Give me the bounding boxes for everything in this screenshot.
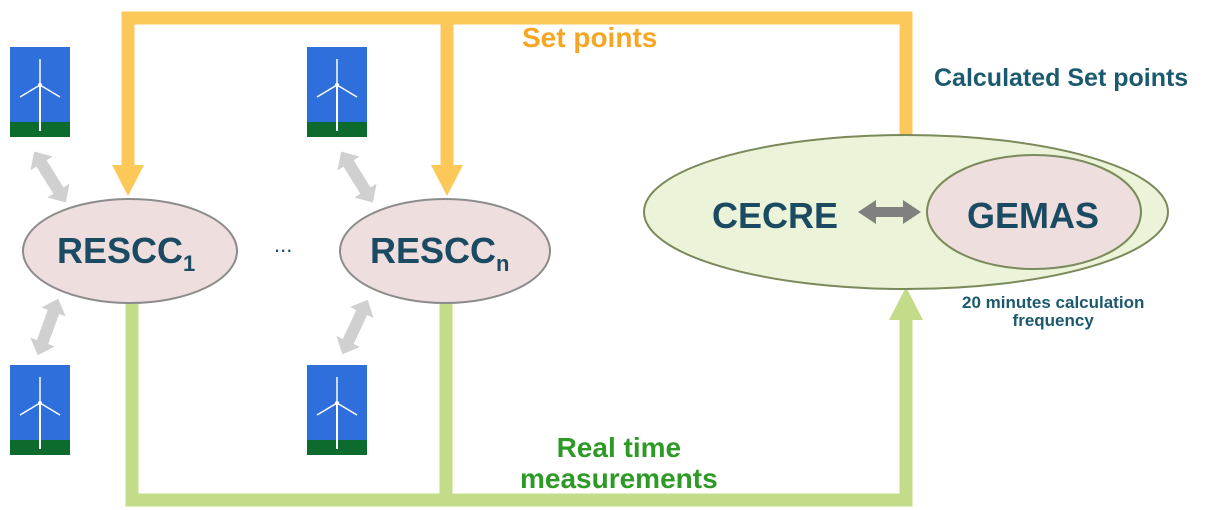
- rescc-n-label: RESCCn: [370, 230, 509, 277]
- rescc-n-subscript: n: [496, 251, 510, 276]
- ellipsis-label: ...: [274, 232, 293, 257]
- wind-turbine-icon: [306, 364, 368, 456]
- link-arrow-icon: [23, 144, 77, 210]
- calculation-frequency-label: 20 minutes calculation frequency: [962, 294, 1144, 330]
- gemas-node: [926, 154, 1142, 270]
- rescc-n-node: [339, 198, 551, 304]
- calculated-set-points-label: Calculated Set points: [934, 64, 1189, 92]
- real-time-measurements-label: Real time measurements: [520, 432, 718, 494]
- set-points-arrowhead-1: [112, 165, 144, 196]
- cecre-label: CECRE: [712, 195, 839, 236]
- rescc-1-base: RESCC: [57, 230, 184, 271]
- frequency-line-2: frequency: [1012, 311, 1094, 330]
- real-time-line-1: Real time: [556, 432, 682, 463]
- cecre-gemas-link-icon: [858, 200, 921, 224]
- link-arrow-icon: [25, 294, 71, 360]
- real-time-line-2: measurements: [520, 463, 718, 494]
- set-points-arrowhead-n: [431, 165, 463, 196]
- link-arrow-icon: [330, 294, 380, 360]
- rescc-1-label: RESCC1: [57, 230, 195, 277]
- wind-turbine-icon: [9, 364, 71, 456]
- gemas-label: GEMAS: [967, 195, 1100, 236]
- measurements-arrowhead: [889, 287, 923, 320]
- rescc-1-node: [22, 198, 238, 304]
- measurements-connector: [125, 287, 923, 507]
- frequency-line-1: 20 minutes calculation: [962, 293, 1145, 312]
- rescc-n-base: RESCC: [370, 230, 497, 271]
- link-arrow-icon: [330, 144, 384, 210]
- set-points-label: Set points: [522, 22, 658, 53]
- wind-turbine-icon: [9, 46, 71, 138]
- set-points-connector: [112, 11, 913, 196]
- wind-turbine-icon: [306, 46, 368, 138]
- rescc-1-subscript: 1: [183, 251, 196, 276]
